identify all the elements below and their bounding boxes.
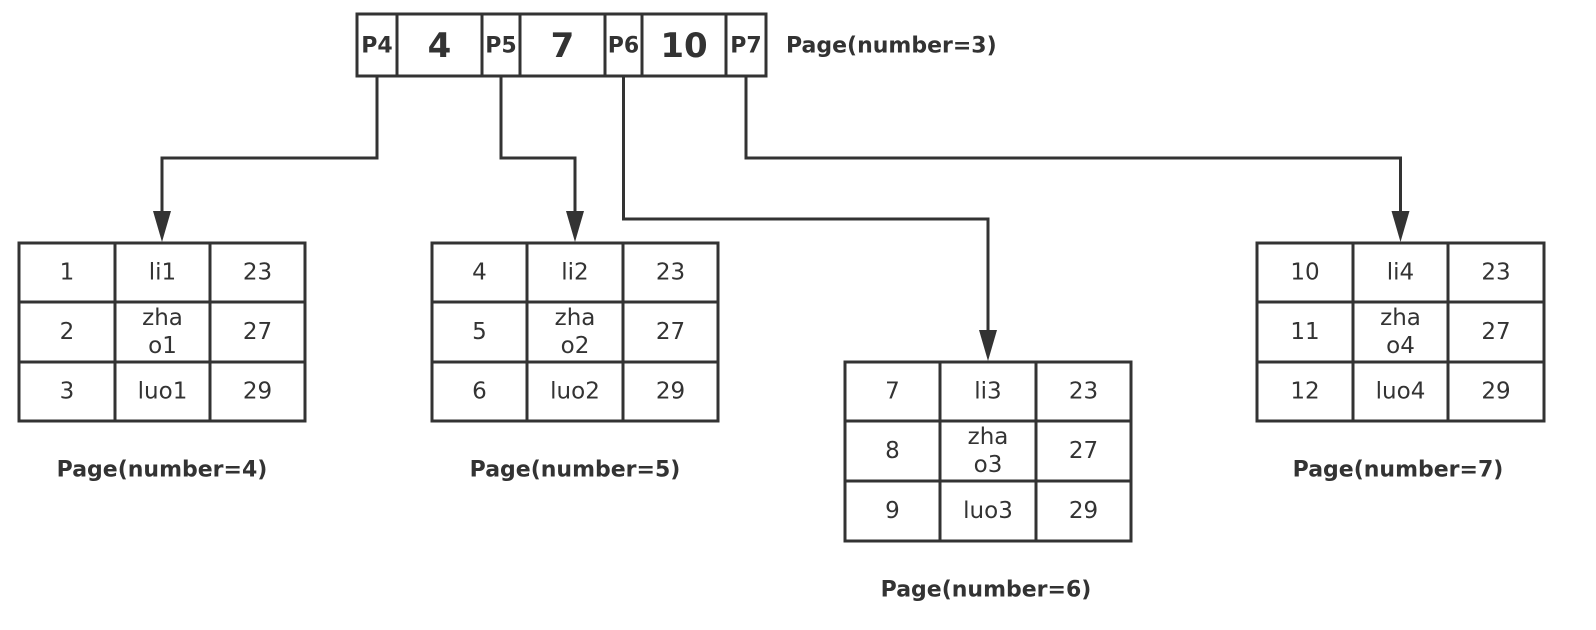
leaf-cell [1446, 360, 1546, 423]
leaf-cell-text: 27 [1069, 438, 1098, 464]
connector-arrowhead [566, 211, 584, 242]
leaf-cell [1255, 360, 1355, 423]
leaf-cell-text: luo1 [138, 379, 188, 405]
leaf-cell-text: li3 [974, 379, 1001, 405]
leaf-cell [17, 241, 117, 304]
leaf-cell [938, 360, 1038, 423]
leaf-cell [621, 241, 720, 304]
leaf-cell-text: o3 [974, 452, 1003, 478]
leaf-cell-text: 4 [472, 260, 487, 286]
leaf-cell [430, 241, 529, 304]
leaf-cell-text: 11 [1290, 319, 1319, 345]
leaf-cell-text: 29 [1069, 498, 1098, 524]
leaf-cell-text: 23 [243, 260, 272, 286]
root-cell-key [395, 12, 484, 78]
root-pointer-text: P6 [608, 34, 639, 59]
root-pointer-text: P7 [730, 34, 761, 59]
connector-line [160, 76, 379, 213]
connector-line [744, 76, 1402, 213]
leaf-cell-text: 23 [1069, 379, 1098, 405]
leaf-cell-text: 27 [1481, 319, 1510, 345]
leaf-cell [1034, 479, 1133, 543]
leaf-cell-text: 7 [885, 379, 900, 405]
leaf-cell-text: 29 [243, 379, 272, 405]
root-pointer-text: P4 [361, 34, 392, 59]
leaf-page-label: Page(number=5) [470, 458, 681, 483]
leaf-cell [621, 360, 720, 423]
leaf-cell-text: li2 [561, 260, 588, 286]
leaf-cell-text: zha [1380, 305, 1421, 331]
leaf-cell-text: 10 [1290, 260, 1319, 286]
root-page-label: Page(number=3) [786, 34, 997, 59]
leaf-cell [525, 300, 625, 364]
root-pointer-text: P5 [485, 34, 516, 59]
leaf-cell [208, 360, 307, 423]
leaf-cell-text: o4 [1386, 333, 1415, 359]
leaf-cell-text: o1 [148, 333, 177, 359]
leaf-cell [113, 300, 212, 364]
leaf-cell-text: 23 [1481, 260, 1510, 286]
leaf-cell-text: 27 [243, 319, 272, 345]
leaf-cell [1351, 360, 1450, 423]
leaf-cell [843, 419, 942, 483]
leaf-page-label: Page(number=7) [1293, 458, 1504, 483]
connector-line [622, 76, 990, 332]
leaf-cell [1446, 241, 1546, 304]
leaf-cell-text: 29 [1481, 379, 1510, 405]
leaf-cell-text: 8 [885, 438, 900, 464]
leaf-cell-text: 5 [472, 319, 487, 345]
connector-line [499, 76, 577, 213]
leaf-cell-text: 3 [60, 379, 75, 405]
leaf-cell-text: zha [142, 305, 183, 331]
leaf-cell-text: 2 [60, 319, 75, 345]
root-key-text: 7 [551, 26, 575, 66]
leaf-cell-text: 9 [885, 498, 900, 524]
leaf-page-label: Page(number=4) [57, 458, 268, 483]
leaf-cell-text: luo2 [550, 379, 600, 405]
leaf-cell [430, 360, 529, 423]
leaf-cell-text: 1 [60, 260, 75, 286]
root-key-text: 10 [660, 26, 707, 66]
root-key-text: 4 [428, 26, 452, 66]
leaf-cell-text: luo4 [1376, 379, 1426, 405]
leaf-cell [17, 360, 117, 423]
leaf-cell-text: 29 [656, 379, 685, 405]
leaf-cell-text: o2 [561, 333, 590, 359]
leaf-cell-text: 23 [656, 260, 685, 286]
leaf-cell-text: luo3 [963, 498, 1013, 524]
leaf-cell-text: li1 [149, 260, 176, 286]
leaf-cell [1034, 419, 1133, 483]
leaf-cell-text: zha [968, 424, 1009, 450]
leaf-cell-text: li4 [1387, 260, 1414, 286]
leaf-cell-text: 6 [472, 379, 487, 405]
leaf-cell-text: 27 [656, 319, 685, 345]
root-cell-key [640, 12, 728, 78]
connector-arrowhead [979, 330, 997, 361]
leaf-cell [430, 300, 529, 364]
leaf-cell [621, 300, 720, 364]
connector-arrowhead [153, 211, 171, 242]
leaf-page-label: Page(number=6) [881, 578, 1092, 603]
leaf-cell [208, 241, 307, 304]
leaf-cell-text: 12 [1290, 379, 1319, 405]
leaf-cell-text: zha [555, 305, 596, 331]
leaf-cell [1351, 241, 1450, 304]
connector-arrowhead [1391, 211, 1410, 242]
